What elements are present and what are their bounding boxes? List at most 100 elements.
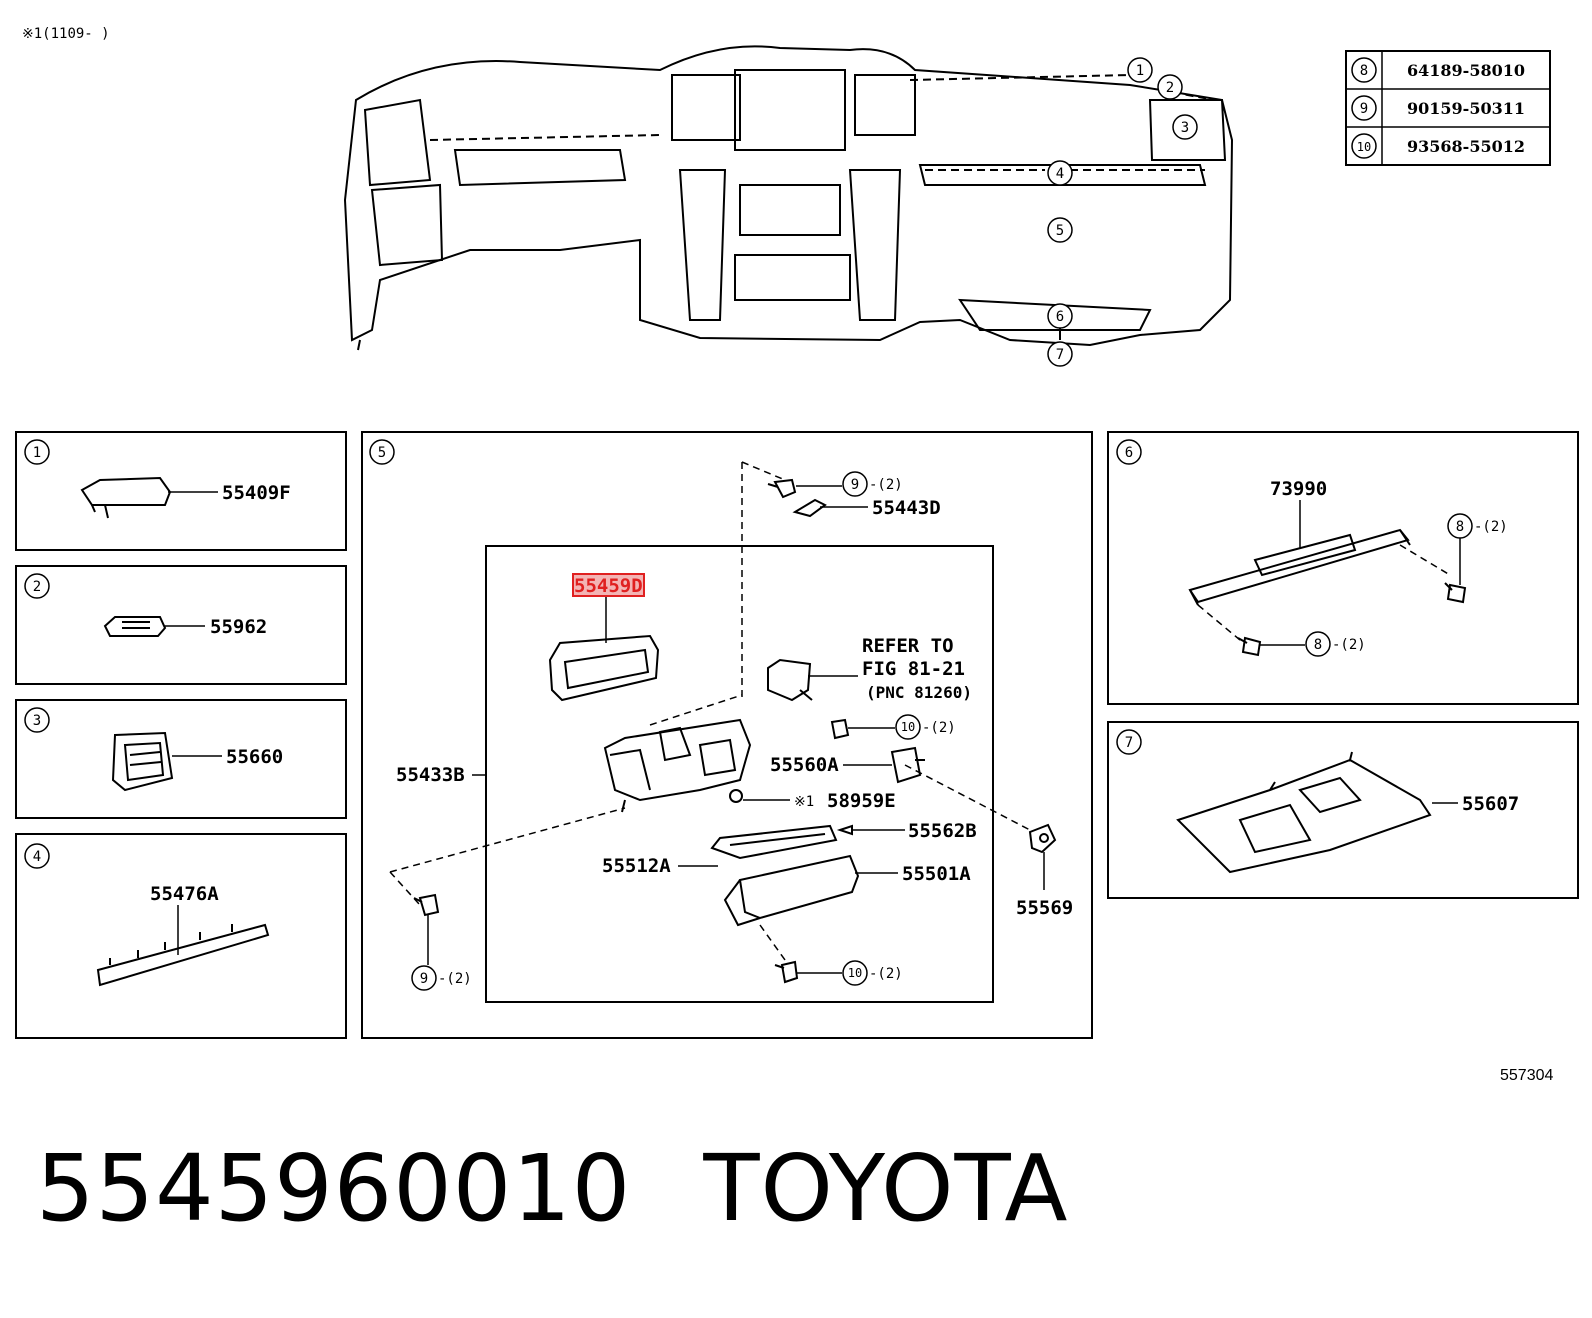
- screw-callout: 8 -(2): [1305, 631, 1366, 657]
- overview-callout: 1: [1127, 57, 1153, 83]
- air-outlet-part: [111, 731, 174, 792]
- bracket-part: [792, 498, 827, 518]
- svg-text:1: 1: [33, 445, 41, 461]
- part-label: 55660: [226, 746, 283, 768]
- part-label: 55409F: [222, 482, 291, 504]
- svg-text:7: 7: [1125, 735, 1133, 751]
- svg-text:4: 4: [1056, 166, 1064, 182]
- svg-text:2: 2: [33, 579, 41, 595]
- screw-callout: 9 -(2): [411, 965, 472, 991]
- svg-text:-(2): -(2): [922, 720, 956, 736]
- overview-callout: 5: [1047, 217, 1073, 243]
- refer-line: FIG 81-21: [862, 658, 965, 680]
- part-label: 55476A: [150, 883, 219, 905]
- glove-box-body-part: [603, 718, 752, 813]
- reference-row: 9 90159-50311: [1351, 95, 1525, 121]
- under-cover-part: [1176, 751, 1432, 874]
- part-label: 55569: [1016, 897, 1073, 919]
- screw-callout: 10 -(2): [842, 960, 903, 986]
- overview-callout: 2: [1157, 74, 1183, 100]
- crossmember-part: [1188, 528, 1411, 606]
- screw-icon: [830, 718, 850, 740]
- part-label: 55443D: [872, 497, 941, 519]
- svg-text:-(2): -(2): [1474, 519, 1508, 535]
- overview-callouts: 1 2 3 4 5 6 7: [1047, 57, 1198, 367]
- panel-1: 1 55409F: [15, 431, 347, 551]
- reference-row: 10 93568-55012: [1351, 133, 1525, 159]
- part-label: 55962: [210, 616, 267, 638]
- caption-brand: TOYOTA: [703, 1135, 1069, 1242]
- part-label: 55433B: [396, 764, 465, 786]
- reference-row: 8 64189-58010: [1351, 57, 1525, 83]
- pin-part: [836, 824, 853, 836]
- screw-icon: [767, 478, 797, 499]
- lid-part: [548, 634, 660, 702]
- svg-text:8: 8: [1314, 637, 1322, 653]
- screw-icon: [1444, 582, 1467, 604]
- screw-icon: [774, 960, 799, 984]
- refer-line: REFER TO: [862, 635, 954, 657]
- trim-strip-part: [96, 923, 270, 987]
- lock-part: [890, 746, 925, 784]
- svg-text:3: 3: [33, 713, 41, 729]
- part-label: 55512A: [602, 855, 671, 877]
- svg-text:4: 4: [33, 849, 41, 865]
- part-label: 55562B: [908, 820, 977, 842]
- svg-text:1: 1: [1136, 63, 1144, 79]
- svg-text:8: 8: [1456, 519, 1464, 535]
- part-label: 55607: [1462, 793, 1519, 815]
- svg-text:5: 5: [378, 445, 386, 461]
- part-label: 55501A: [902, 863, 971, 885]
- overview-callout: 7: [1047, 341, 1073, 367]
- frame-part: [710, 824, 838, 860]
- screw-callout: 9 -(2): [842, 471, 903, 497]
- svg-text:-(2): -(2): [869, 966, 903, 982]
- part-label: 55560A: [770, 754, 839, 776]
- overview-callout: 6: [1047, 303, 1073, 329]
- highlight-box: [572, 573, 645, 597]
- panel-7: 7 55607: [1107, 721, 1579, 899]
- svg-text:5: 5: [1056, 223, 1064, 239]
- refer-line: (PNC 81260): [866, 683, 972, 702]
- bulb-mark: ※1: [794, 794, 814, 810]
- note-top: ※1(1109- ): [22, 26, 110, 42]
- screw-callout: 8 -(2): [1447, 513, 1508, 539]
- svg-text:9: 9: [1360, 101, 1368, 117]
- panel-3: 3 55660: [15, 699, 347, 819]
- caption-part-number: 5545960010: [36, 1135, 632, 1242]
- svg-text:-(2): -(2): [1332, 637, 1366, 653]
- glove-box-door-part: [723, 854, 860, 927]
- screw-callout: 10 -(2): [895, 714, 956, 740]
- svg-text:10: 10: [848, 966, 862, 980]
- part-label: 58959E: [827, 790, 896, 812]
- svg-text:-(2): -(2): [869, 477, 903, 493]
- screw-icon: [413, 893, 440, 917]
- highlighted-part-label: 55459D: [574, 575, 643, 597]
- part-label: 73990: [1270, 478, 1327, 500]
- reference-table: 8 64189-58010 9 90159-50311 10 93568-550…: [1345, 50, 1551, 166]
- svg-text:9: 9: [851, 477, 859, 493]
- panel-2: 2 55962: [15, 565, 347, 685]
- svg-text:-(2): -(2): [438, 971, 472, 987]
- svg-text:9: 9: [420, 971, 428, 987]
- overview-callout: 3: [1172, 114, 1198, 140]
- svg-text:10: 10: [1357, 140, 1371, 154]
- screw-icon: [1237, 636, 1262, 657]
- panel-5: 5 55433B 9 -(2) 55443D 55459D: [361, 431, 1093, 1039]
- svg-text:6: 6: [1056, 309, 1064, 325]
- overview-callout: 4: [1047, 160, 1073, 186]
- figure-id: 557304: [1500, 1067, 1553, 1084]
- svg-text:90159-50311: 90159-50311: [1407, 99, 1525, 118]
- switch-part: [767, 658, 813, 702]
- caption: 5545960010 TOYOTA: [36, 1135, 1069, 1242]
- panel-6: 6 73990 8 -(2) 8 -(2): [1107, 431, 1579, 705]
- svg-text:6: 6: [1125, 445, 1133, 461]
- dashboard-overview: [343, 45, 1234, 351]
- svg-text:2: 2: [1166, 80, 1174, 96]
- svg-text:7: 7: [1056, 347, 1064, 363]
- panel-4: 4 55476A: [15, 833, 347, 1039]
- vent-part: [103, 616, 167, 637]
- bulb-part: [729, 789, 743, 803]
- glove-box-cover-part: [80, 476, 172, 519]
